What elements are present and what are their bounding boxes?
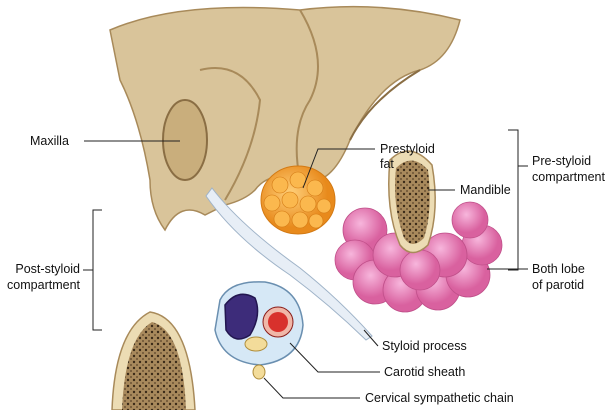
label-post-styloid-2: compartment — [7, 278, 80, 292]
label-prestyloid-fat-2: fat — [380, 157, 394, 171]
carotid-leader — [289, 342, 380, 373]
prestyloid-fat-leader — [302, 148, 375, 189]
post-styloid-bracket — [83, 209, 102, 331]
label-sympathetic: Cervical sympathetic chain — [365, 391, 514, 405]
label-prestyloid-fat-1: Prestyloid — [380, 142, 435, 156]
label-parotid-2: of parotid — [532, 278, 584, 292]
parotid-shape — [334, 201, 503, 313]
pre-styloid-bracket — [508, 129, 528, 271]
skull-base — [109, 5, 461, 232]
prestyloid-fat-shape — [260, 165, 336, 235]
vertebra-shape — [111, 311, 196, 410]
label-maxilla: Maxilla — [30, 134, 69, 148]
sympathetic-chain-shape — [252, 364, 266, 380]
label-carotid: Carotid sheath — [384, 365, 465, 379]
label-pre-styloid-1: Pre-styloid — [532, 154, 591, 168]
label-mandible: Mandible — [460, 183, 511, 197]
carotid-artery-shape — [268, 312, 288, 332]
vagus-nerve-shape — [244, 336, 268, 352]
carotid-sheath-shape — [214, 281, 304, 366]
styloid-leader — [363, 329, 379, 347]
styloid-process-shape — [205, 187, 373, 341]
mandible-shape — [388, 150, 436, 254]
label-post-styloid-1: Post-styloid — [15, 262, 80, 276]
label-styloid: Styloid process — [382, 339, 467, 353]
label-pre-styloid-2: compartment — [532, 170, 605, 184]
sympathetic-leader — [263, 377, 360, 399]
label-parotid-1: Both lobe — [532, 262, 585, 276]
jugular-vein-shape — [224, 293, 259, 340]
maxilla-shape — [162, 99, 208, 181]
